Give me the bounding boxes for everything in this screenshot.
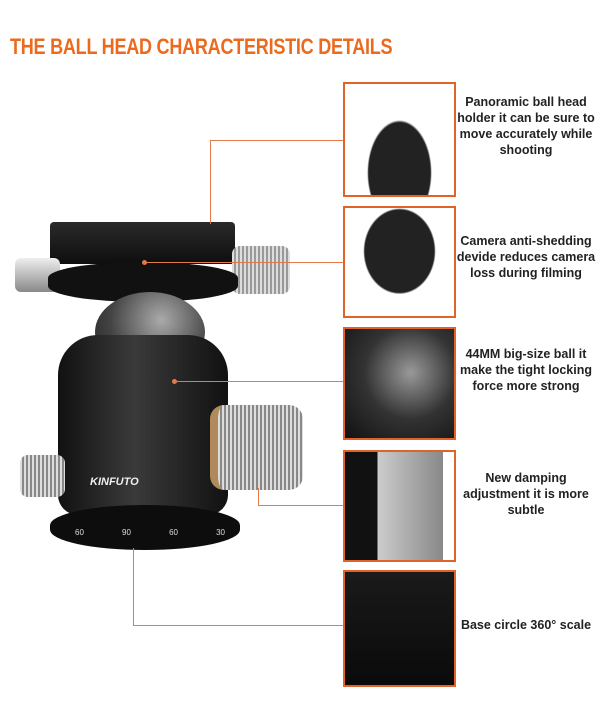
scale-label: 90 bbox=[122, 528, 131, 537]
caption-damping: New damping adjustment it is more subtle bbox=[463, 471, 589, 517]
connector-line bbox=[258, 505, 343, 506]
connector-dot bbox=[142, 260, 147, 265]
detail-photo-ball bbox=[343, 327, 456, 440]
connector-line bbox=[133, 548, 134, 625]
scale-label: 60 bbox=[169, 528, 178, 537]
plate-knob-right bbox=[232, 246, 290, 294]
connector-dot bbox=[172, 379, 177, 384]
quick-release-plate bbox=[50, 222, 235, 264]
connector-line bbox=[175, 381, 343, 382]
connector-line bbox=[258, 488, 259, 505]
connector-line bbox=[145, 262, 343, 263]
connector-line bbox=[210, 140, 211, 224]
detail-photo-damping bbox=[343, 450, 456, 562]
connector-line bbox=[210, 140, 343, 141]
damping-knob bbox=[210, 405, 303, 490]
caption-panoramic: Panoramic ball head holder it can be sur… bbox=[457, 95, 595, 157]
detail-photo-base-scale bbox=[343, 570, 456, 687]
caption-base-scale: Base circle 360° scale bbox=[460, 618, 592, 632]
ball-head-body bbox=[58, 335, 228, 515]
lock-knob-left bbox=[20, 455, 65, 497]
base-scale-labels: 60 90 60 30 bbox=[75, 528, 225, 537]
connector-line bbox=[133, 625, 343, 626]
detail-photo-anti-shedding bbox=[343, 206, 456, 318]
page-title: THE BALL HEAD CHARACTERISTIC DETAILS bbox=[10, 34, 393, 59]
caption-ball: 44MM big-size ball it make the tight loc… bbox=[460, 347, 592, 393]
caption-anti-shedding: Camera anti-shedding devide reduces came… bbox=[456, 234, 596, 280]
scale-label: 60 bbox=[75, 528, 84, 537]
detail-photo-panoramic bbox=[343, 82, 456, 197]
base-scale-ring bbox=[50, 505, 240, 550]
scale-label: 30 bbox=[216, 528, 225, 537]
brand-logo: KINFUTO bbox=[90, 476, 139, 488]
